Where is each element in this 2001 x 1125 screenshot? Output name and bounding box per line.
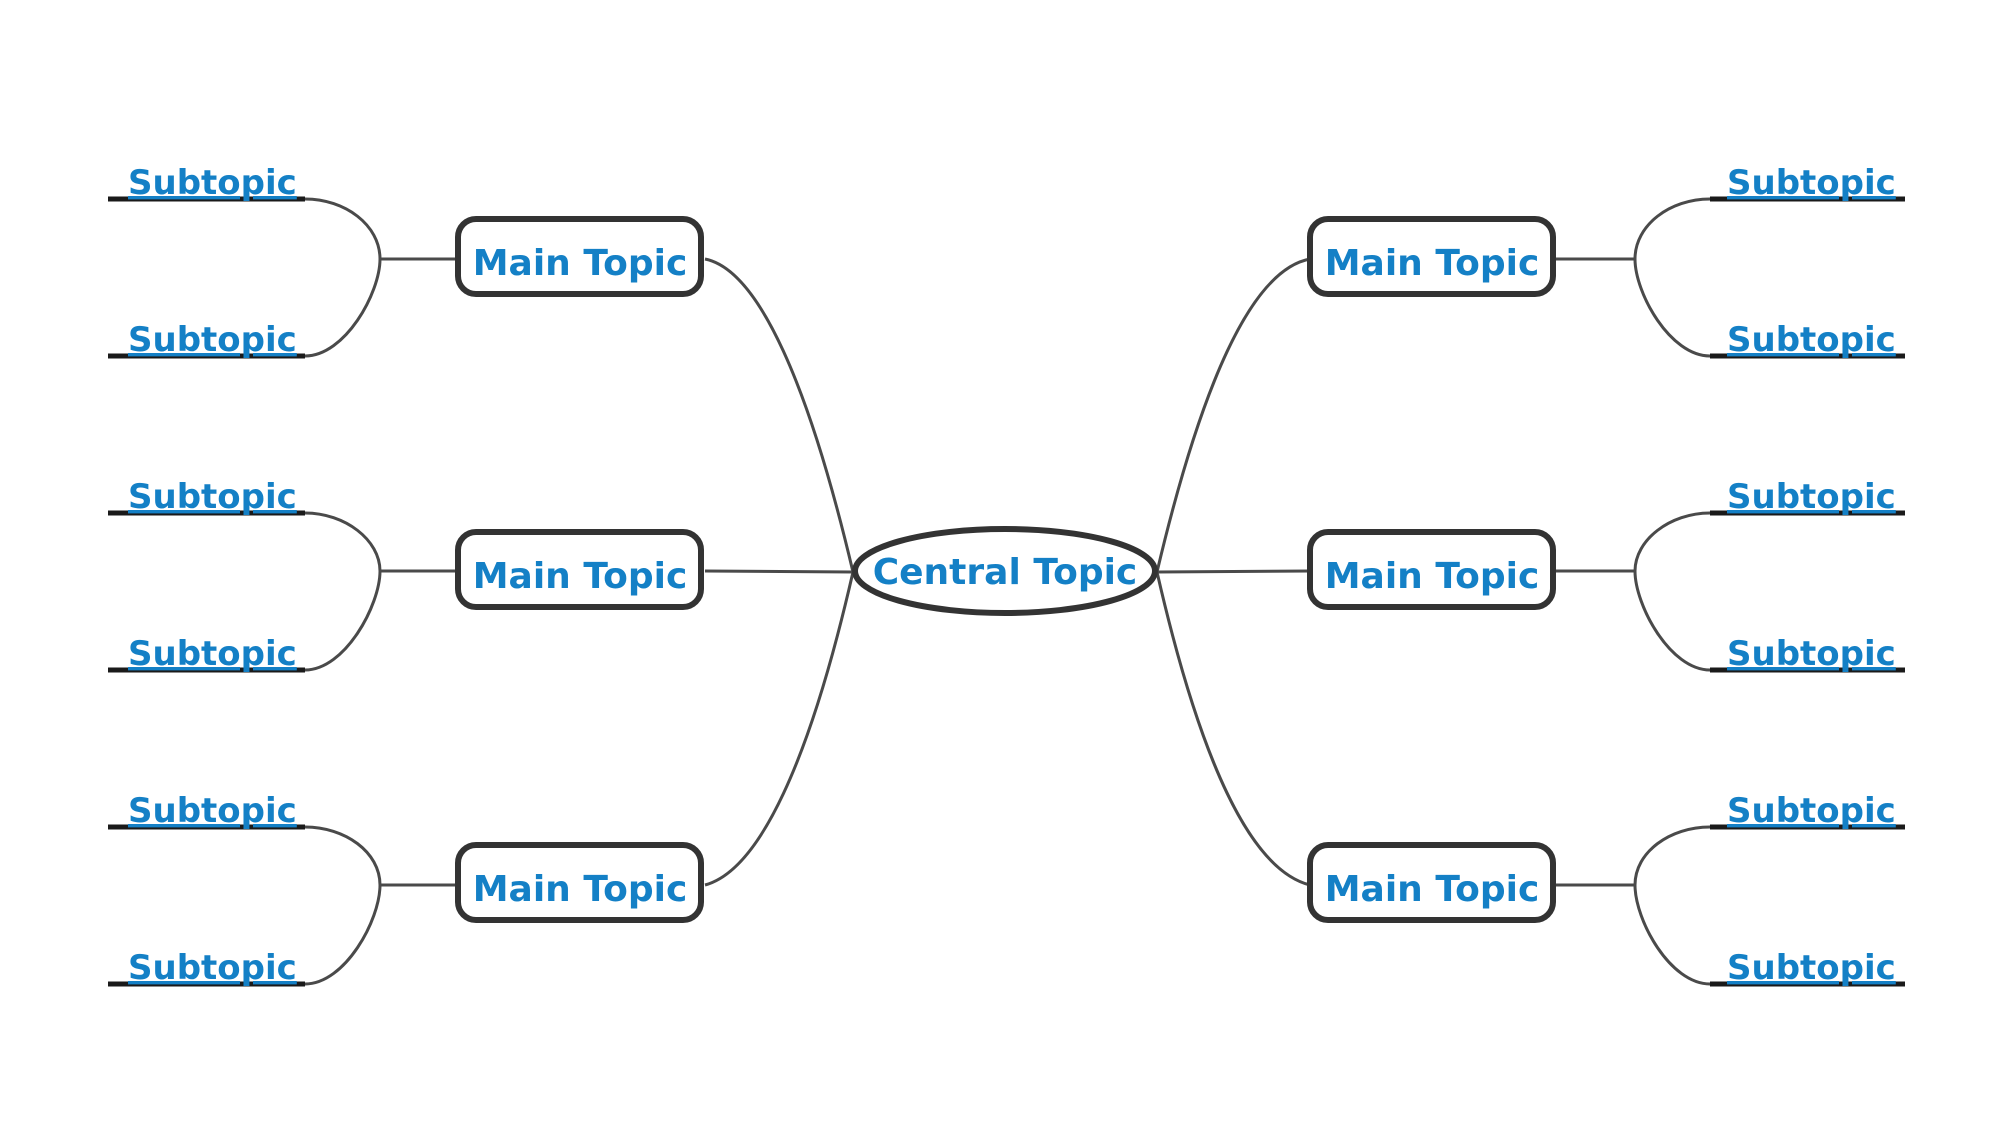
subtopic-label[interactable]: Subtopic xyxy=(1727,320,1896,360)
left-branch-2 xyxy=(108,510,458,673)
connector-central-main-4 xyxy=(1155,257,1311,573)
central-topic-label: Central Topic xyxy=(873,552,1138,593)
subtopic-label[interactable]: Subtopic xyxy=(128,163,297,203)
main-topic-label: Main Topic xyxy=(473,243,688,284)
subtopic-label[interactable]: Subtopic xyxy=(128,948,297,988)
subtopic-label[interactable]: Subtopic xyxy=(1727,948,1896,988)
main-topic-label: Main Topic xyxy=(1325,556,1540,597)
connector-main-4-bracket xyxy=(1633,197,1711,358)
main-topic-box xyxy=(455,842,704,923)
main-topic-label: Main Topic xyxy=(473,869,688,910)
subtopic-label[interactable]: Subtopic xyxy=(128,634,297,674)
connector-main-6-bracket xyxy=(1633,825,1711,986)
subtopic-label[interactable]: Subtopic xyxy=(128,477,297,517)
connector-central-main-3 xyxy=(704,571,855,887)
subtopic-label[interactable]: Subtopic xyxy=(1727,791,1896,831)
main-topic-node-6[interactable]: Main Topic xyxy=(1307,842,1556,923)
central-connectors xyxy=(704,257,1311,887)
main-topic-node-1[interactable]: Main Topic xyxy=(455,216,704,297)
left-branch-3 xyxy=(108,824,458,987)
connector-central-main-2 xyxy=(704,569,854,574)
subtopic-label[interactable]: Subtopic xyxy=(1727,634,1896,674)
connector-central-main-1 xyxy=(704,257,855,573)
main-topic-box xyxy=(1307,529,1556,610)
main-topic-box xyxy=(455,216,704,297)
main-topic-node-5[interactable]: Main Topic xyxy=(1307,529,1556,610)
right-branch-3 xyxy=(1553,824,1905,987)
connector-central-main-5 xyxy=(1156,569,1311,574)
subtopic-label[interactable]: Subtopic xyxy=(128,320,297,360)
left-branch-1 xyxy=(108,196,458,359)
main-topic-box xyxy=(1307,216,1556,297)
right-branch-1 xyxy=(1553,196,1905,359)
subtopic-label[interactable]: Subtopic xyxy=(128,791,297,831)
subtopic-label[interactable]: Subtopic xyxy=(1727,163,1896,203)
subtopic-label[interactable]: Subtopic xyxy=(1727,477,1896,517)
central-topic-ellipse xyxy=(852,526,1158,616)
right-branch-2 xyxy=(1553,510,1905,673)
main-topic-box xyxy=(455,529,704,610)
main-topic-box xyxy=(1307,842,1556,923)
main-topic-label: Main Topic xyxy=(473,556,688,597)
connector-main-3-bracket xyxy=(304,825,382,986)
main-topic-node-3[interactable]: Main Topic xyxy=(455,842,704,923)
connector-main-5-bracket xyxy=(1633,511,1711,672)
main-topic-node-2[interactable]: Main Topic xyxy=(455,529,704,610)
central-topic-node[interactable]: Central Topic xyxy=(852,526,1158,616)
main-topic-label: Main Topic xyxy=(1325,869,1540,910)
connector-main-2-bracket xyxy=(304,511,382,672)
main-topic-label: Main Topic xyxy=(1325,243,1540,284)
connector-main-1-bracket xyxy=(304,197,382,358)
connector-central-main-6 xyxy=(1155,571,1311,887)
main-topic-node-4[interactable]: Main Topic xyxy=(1307,216,1556,297)
